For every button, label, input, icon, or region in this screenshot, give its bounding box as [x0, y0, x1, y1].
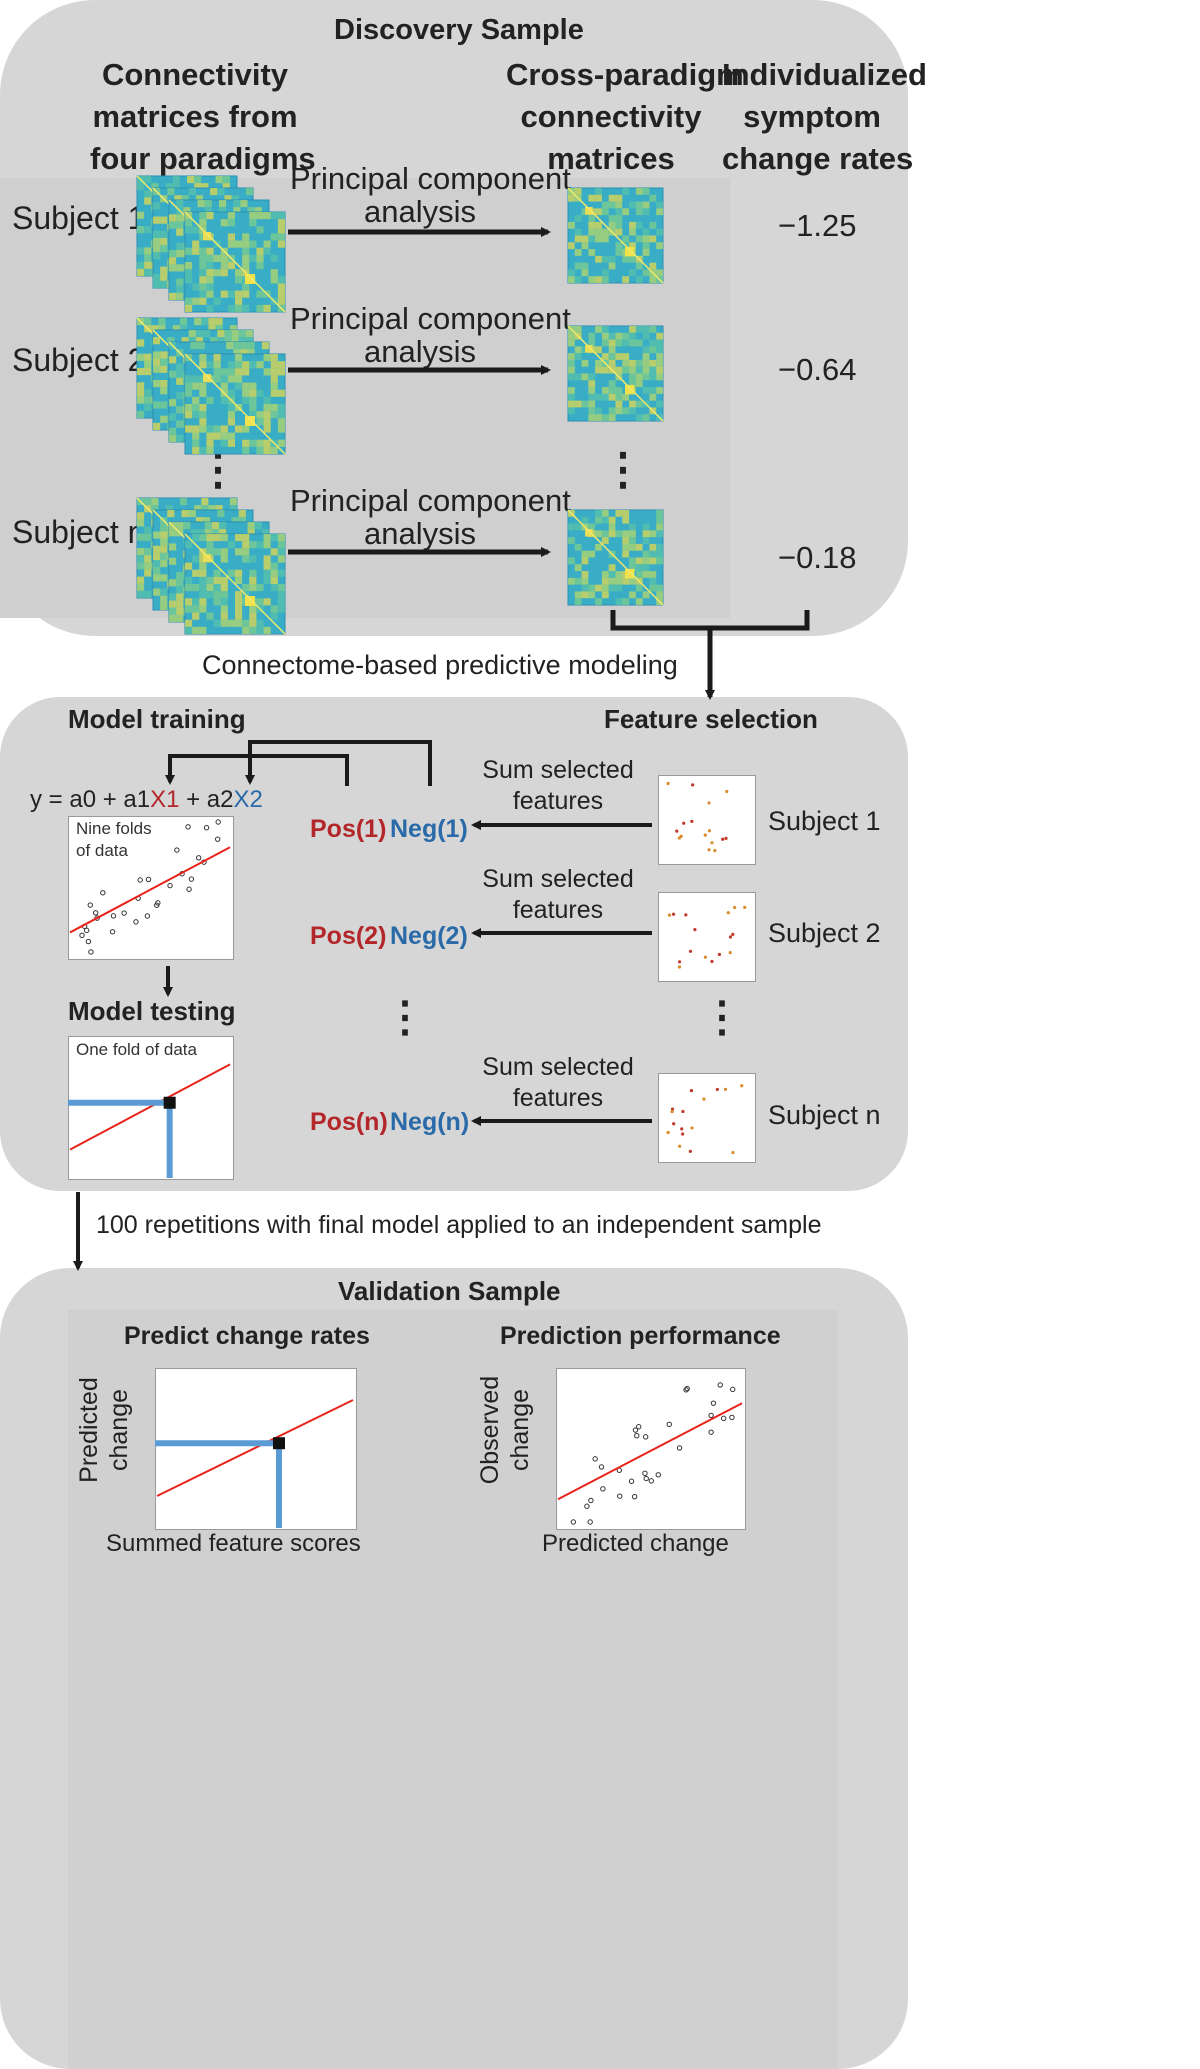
- feature-mask-dots-1: [666, 781, 729, 853]
- cross-paradigm-matrix-n: [567, 509, 664, 606]
- cross-paradigm-matrix-1: [567, 187, 664, 284]
- pos-1-label: Pos(1): [310, 815, 387, 843]
- change-rate-2: −0.64: [778, 352, 857, 387]
- predict-change-plot: [155, 1368, 357, 1530]
- neg-feedback-line: [248, 740, 432, 786]
- middle-ellipsis-left: ⋮: [384, 993, 426, 1040]
- discovery-title: Discovery Sample: [334, 14, 584, 46]
- pos-feedback-line: [168, 754, 349, 786]
- validation-projection: [155, 1399, 354, 1528]
- feature-mask-n: [658, 1073, 756, 1163]
- performance-scatter: [557, 1382, 743, 1525]
- training-scatter: [69, 819, 231, 955]
- matrix-stack-subject-2-4: [184, 353, 286, 455]
- subject-1-label: Subject 1: [12, 200, 146, 236]
- feature-mask-2: [658, 892, 756, 982]
- feature-mask-1: [658, 775, 756, 865]
- bracket-line: [610, 610, 810, 631]
- feature-mask-dots-2: [667, 905, 747, 969]
- testing-plot-panel: [68, 1036, 234, 1180]
- matrix-stack-subject-1-4: [184, 211, 286, 313]
- validation-title: Validation Sample: [338, 1276, 561, 1306]
- feature-subject-1: Subject 1: [768, 806, 881, 836]
- feature-mask-dots-n: [666, 1084, 744, 1155]
- model-training-title: Model training: [68, 704, 246, 734]
- feature-subject-n: Subject n: [768, 1100, 881, 1130]
- feature-subject-2: Subject 2: [768, 918, 881, 948]
- ellipsis-right: ⋮: [601, 445, 645, 494]
- cross-paradigm-matrix-2: [567, 325, 664, 422]
- neg-1-label: Neg(1): [390, 815, 468, 843]
- middle-ellipsis-right: ⋮: [701, 993, 743, 1040]
- feature-selection-title: Feature selection: [604, 704, 818, 734]
- predict-change-title: Predict change rates: [124, 1322, 370, 1350]
- cpm-label: Connectome-based predictive modeling: [202, 650, 678, 680]
- prediction-performance-plot: [556, 1368, 746, 1530]
- neg-2-label: Neg(2): [390, 922, 468, 950]
- model-equation: y = a0 + a1X1 + a2X2: [30, 786, 263, 813]
- repetitions-label: 100 repetitions with final model applied…: [96, 1211, 822, 1239]
- subject-2-label: Subject 2: [12, 342, 146, 378]
- testing-panel-label: One fold of data: [76, 1040, 197, 1059]
- prediction-performance-title: Prediction performance: [500, 1322, 781, 1350]
- pos-n-label: Pos(n): [310, 1108, 388, 1136]
- change-rate-n: −0.18: [778, 540, 857, 575]
- neg-n-label: Neg(n): [390, 1108, 470, 1136]
- training-scatter-panel: [68, 816, 234, 960]
- right-x-axis-label: Predicted change: [542, 1530, 729, 1557]
- pos-2-label: Pos(2): [310, 922, 387, 950]
- subject-n-label: Subject n: [12, 514, 146, 550]
- model-testing-title: Model testing: [68, 996, 236, 1026]
- left-x-axis-label: Summed feature scores: [106, 1530, 361, 1557]
- change-rate-1: −1.25: [778, 208, 857, 243]
- testing-projection: [68, 1063, 231, 1178]
- matrix-stack-subject-n-4: [184, 533, 286, 635]
